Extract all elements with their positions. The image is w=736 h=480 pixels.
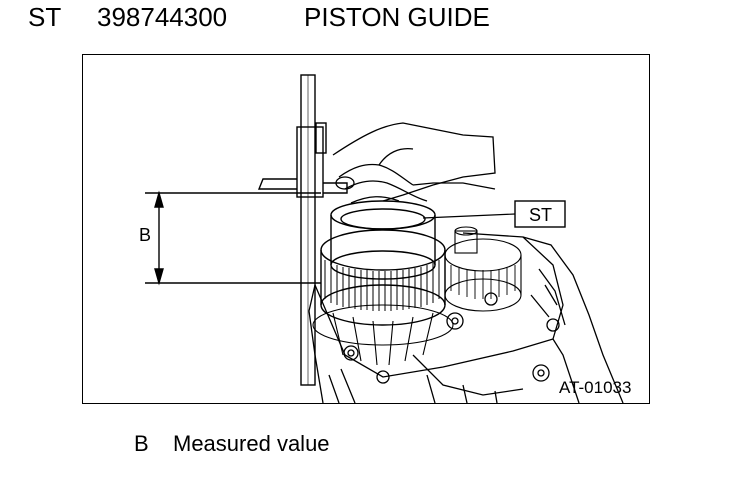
diagram-frame: B ST AT-01033	[82, 54, 650, 404]
figure-id: AT-01033	[559, 378, 631, 397]
caption-text: Measured value	[173, 431, 330, 456]
callout-leader	[422, 213, 516, 219]
tool-code: ST	[28, 2, 62, 32]
arrow-head-top	[154, 190, 164, 208]
piston-guide-illustration: B ST AT-01033	[139, 74, 631, 403]
tool-name: PISTON GUIDE	[304, 2, 490, 32]
hand	[332, 122, 496, 204]
clutch-drum	[320, 229, 446, 326]
arrow-head-bottom	[154, 268, 164, 286]
page-header: ST 398744300 PISTON GUIDE	[0, 0, 736, 40]
transmission-case	[308, 232, 624, 403]
piston-guide-ring	[330, 200, 436, 280]
caption-key: B	[134, 431, 149, 456]
depth-gauge	[257, 74, 348, 386]
callout-label: ST	[529, 205, 552, 225]
figure-caption: B Measured value	[0, 430, 736, 460]
part-number: 398744300	[97, 2, 228, 32]
dimension-label: B	[139, 225, 151, 245]
gear-set	[312, 226, 522, 366]
